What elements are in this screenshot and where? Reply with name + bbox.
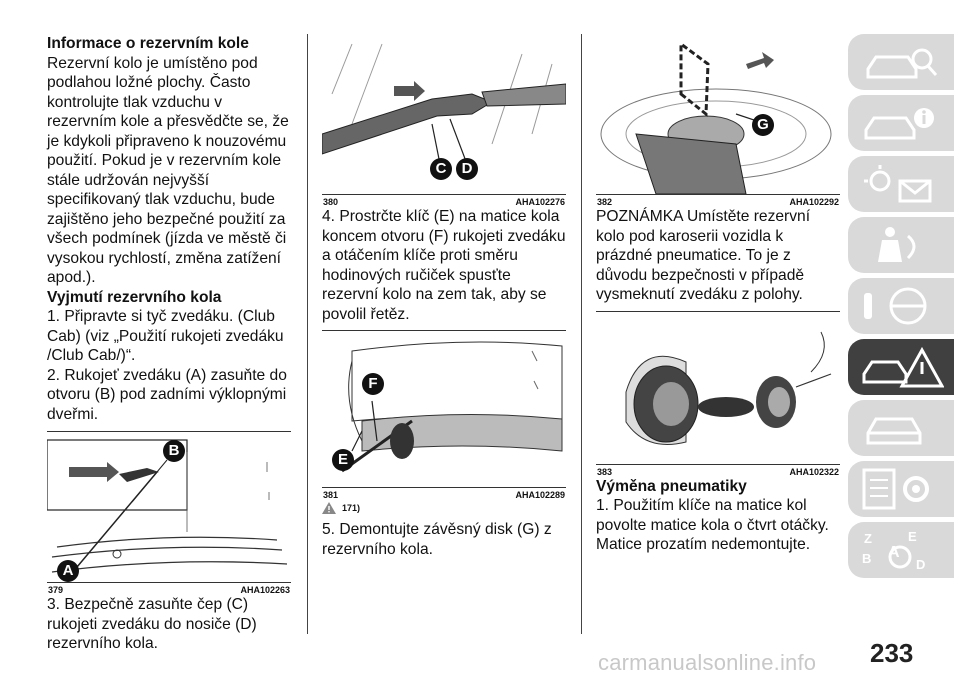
figure-code: AHA102289 xyxy=(515,490,565,500)
column-divider xyxy=(581,34,582,634)
figure-380: C D xyxy=(321,34,567,195)
label-badge-c: C xyxy=(430,158,452,180)
figure-379-caption: 379 AHA102263 xyxy=(47,583,291,595)
figure-380-caption: 380 AHA102276 xyxy=(322,195,566,207)
section-heading-remove-spare: Vyjmutí rezervního kola xyxy=(47,288,222,306)
step-3: 3. Bezpečně zasuňte čep (C) rukojeti zve… xyxy=(47,596,257,652)
watermark: carmanualsonline.info xyxy=(598,650,817,675)
label-badge-f: F xyxy=(362,373,384,395)
svg-text:B: B xyxy=(862,551,871,566)
section-heading-spare-info: Informace o rezervním kole xyxy=(47,35,249,52)
figure-383-illustration xyxy=(625,331,832,445)
figure-code: AHA102263 xyxy=(240,585,290,595)
step-1: 1. Připravte si tyč zvedáku. (Club Cab) … xyxy=(47,308,284,364)
figure-code: AHA102292 xyxy=(789,197,839,207)
chapter-tab-car-service[interactable] xyxy=(848,400,954,456)
warning-lights-icon xyxy=(864,165,932,203)
figure-380-illustration xyxy=(321,43,567,165)
svg-text:E: E xyxy=(908,529,917,544)
car-service-icon xyxy=(866,417,922,445)
column-3: G 382 AHA102292 POZNÁMKA Umístěte rezerv… xyxy=(596,34,840,555)
column-divider xyxy=(307,34,308,634)
chapter-tab-car-search[interactable] xyxy=(848,34,954,90)
chapter-tab-car-emergency[interactable] xyxy=(848,339,954,395)
car-info-icon xyxy=(864,108,934,140)
figure-383-caption: 383 AHA102322 xyxy=(596,465,840,477)
note-paragraph: POZNÁMKA Umístěte rezervní kolo pod karo… xyxy=(596,208,811,303)
figure-382-caption: 382 AHA102292 xyxy=(596,195,840,207)
page-number: 233 xyxy=(870,638,914,668)
figure-number: 383 xyxy=(597,466,613,477)
figure-number: 380 xyxy=(323,197,339,207)
settings-list-icon xyxy=(862,468,929,510)
figure-number: 381 xyxy=(323,490,339,500)
figure-code: AHA102322 xyxy=(789,466,839,477)
figure-code: AHA102276 xyxy=(515,197,565,207)
warning-reference-number: 171) xyxy=(342,503,361,513)
figure-381-caption: 381 AHA102289 xyxy=(322,488,566,500)
column-2: C D 380 AHA102276 4. Prostrčte klíč (E) … xyxy=(321,34,567,559)
figure-382-illustration xyxy=(600,41,832,195)
chapter-tab-car-info[interactable] xyxy=(848,95,954,151)
label-badge-d: D xyxy=(456,158,478,180)
figure-383 xyxy=(596,310,840,465)
tire-change-step-1: 1. Použitím klíče na matice kol povolte … xyxy=(596,497,829,553)
figure-number: 379 xyxy=(48,585,64,595)
chapter-tab-warning-lights[interactable] xyxy=(848,156,954,212)
label-badge-e: E xyxy=(332,449,354,471)
step-2: 2. Rukojeť zvedáku (A) zasuňte do otvoru… xyxy=(47,366,287,423)
paragraph-spare-info: Rezervní kolo je umístěno pod podlahou l… xyxy=(47,54,289,287)
section-heading-tire-change: Výměna pneumatiky xyxy=(596,477,747,495)
warning-triangle-icon xyxy=(322,502,336,514)
figure-381: F E xyxy=(322,330,566,488)
svg-text:D: D xyxy=(916,557,925,572)
airbag-seat-icon xyxy=(878,227,916,262)
label-badge-g: G xyxy=(752,114,774,136)
car-search-icon xyxy=(866,48,938,79)
step-5: 5. Demontujte závěsný disk (G) z rezervn… xyxy=(322,521,552,558)
figure-379: B A xyxy=(46,431,291,583)
svg-text:Z: Z xyxy=(864,531,872,546)
chapter-tab-settings-list[interactable] xyxy=(848,461,954,517)
label-badge-b: B xyxy=(163,440,185,462)
chapter-tab-airbag-seat[interactable] xyxy=(848,217,954,273)
column-1: Informace o rezervním kole Rezervní kolo… xyxy=(46,34,291,654)
car-emergency-icon xyxy=(862,346,944,388)
label-badge-a: A xyxy=(57,560,79,582)
chapter-tab-steering-wheel-key[interactable] xyxy=(848,278,954,334)
figure-382: G xyxy=(596,34,840,195)
warning-reference: 171) xyxy=(322,502,566,514)
figure-381-illustration xyxy=(341,341,563,473)
steering-wheel-key-icon xyxy=(864,287,927,325)
figure-number: 382 xyxy=(597,197,613,207)
step-4: 4. Prostrčte klíč (E) na matice kola kon… xyxy=(322,208,566,323)
